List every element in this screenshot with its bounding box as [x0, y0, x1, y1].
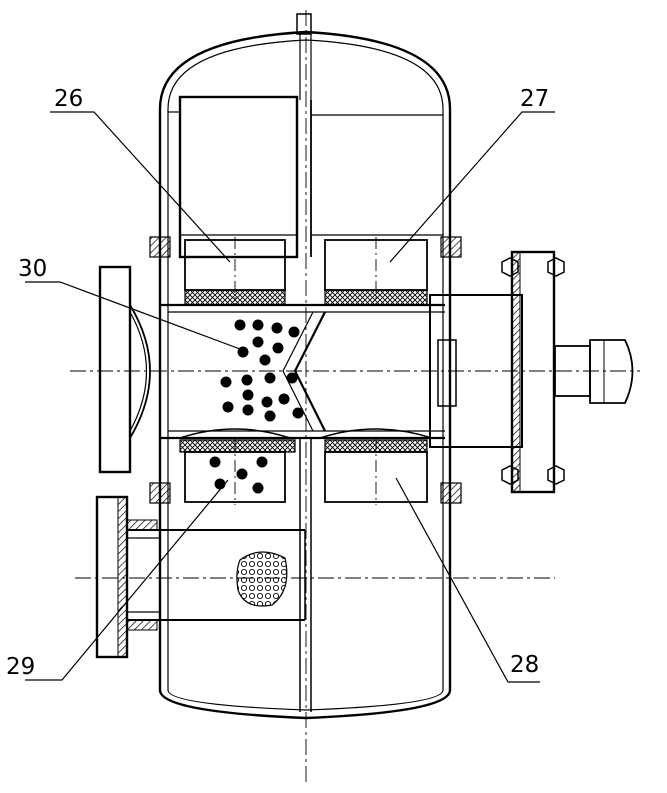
lower-partition: [299, 438, 312, 712]
cyclone-27: [324, 237, 428, 306]
top-nozzle: [296, 13, 312, 35]
right-flange: [429, 250, 556, 494]
label-29: 29: [6, 654, 35, 680]
cyclone-26: [184, 237, 286, 306]
perforated-patch: [236, 551, 288, 607]
top-head-partition: [168, 34, 312, 113]
leader-lines: [25, 111, 555, 683]
side-outlet-pipe: [95, 495, 306, 659]
centerlines: [70, 10, 640, 785]
label-26: 26: [54, 86, 83, 112]
shell-rings: [149, 236, 462, 504]
cyclone-29: [179, 428, 296, 505]
filter-balls: [220, 319, 304, 422]
upper-left-box: [178, 95, 299, 259]
label-27: 27: [520, 86, 549, 112]
cyclone-28: [319, 428, 433, 505]
bolt-nuts: [501, 257, 565, 485]
label-30: 30: [18, 256, 47, 282]
central-tube: [160, 303, 445, 440]
left-inlet-flange: [98, 265, 151, 474]
motor: [554, 339, 634, 404]
vessel-shell: [158, 30, 452, 720]
label-28: 28: [510, 652, 539, 678]
upper-right-box: [310, 100, 443, 257]
